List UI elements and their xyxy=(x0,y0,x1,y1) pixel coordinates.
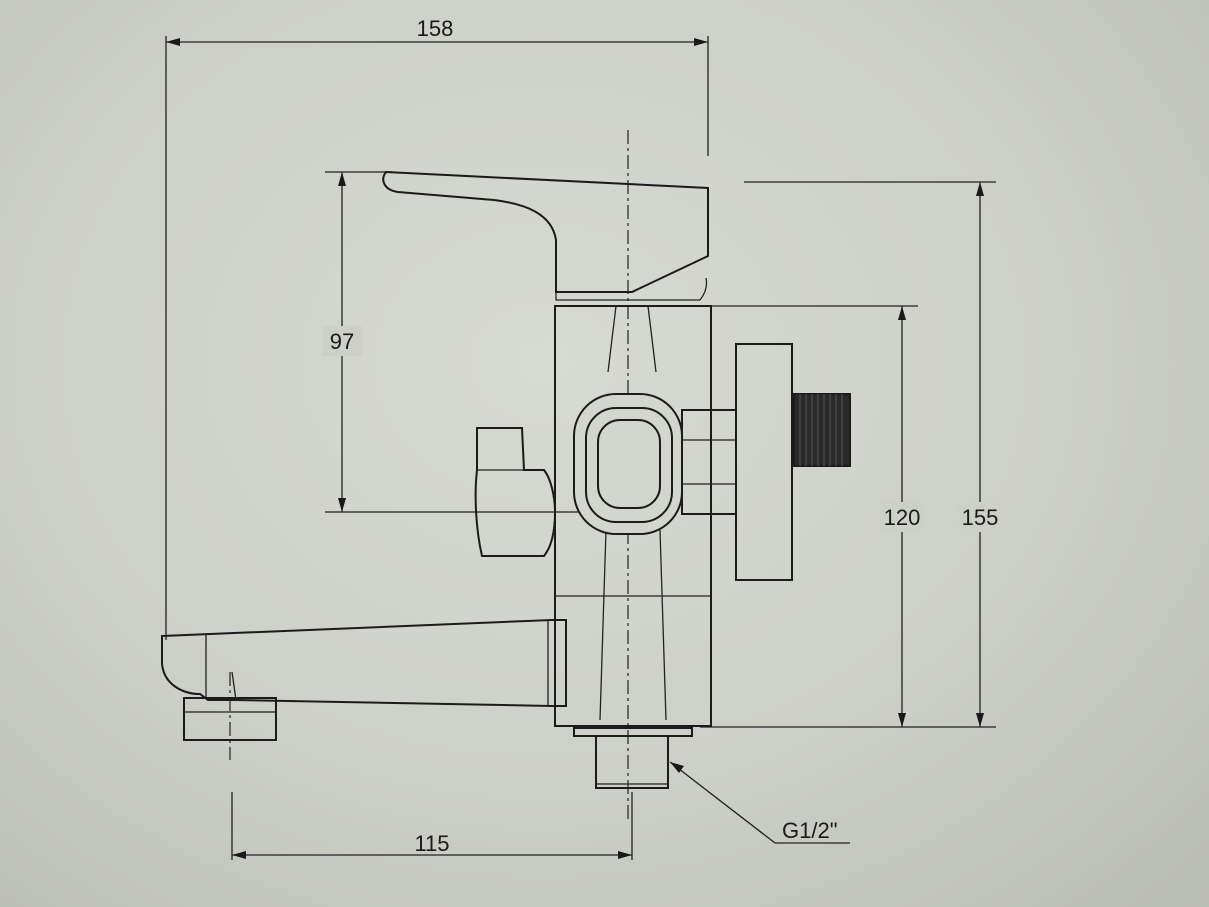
dimension-label-97: 97 xyxy=(330,329,354,354)
thread-callout: G1/2" xyxy=(669,761,850,844)
dimension-label-158: 158 xyxy=(417,16,454,41)
dimension-overall-width: 158 xyxy=(165,16,709,640)
lever-handle xyxy=(382,170,709,301)
dimension-label-155: 155 xyxy=(962,505,999,530)
diverter-knob xyxy=(573,393,683,535)
threaded-inlet-icon xyxy=(793,393,851,467)
dimension-label-120: 120 xyxy=(884,505,921,530)
dimension-overall-height: 155 xyxy=(744,181,1002,727)
dimension-label-115: 115 xyxy=(414,831,449,856)
wall-inlet-connector xyxy=(681,343,851,581)
side-knob xyxy=(474,427,557,557)
dimension-handle-height: 97 xyxy=(322,171,610,513)
dimension-spout-reach: 115 xyxy=(231,792,633,860)
spout xyxy=(161,619,567,741)
thread-label: G1/2" xyxy=(782,818,838,843)
dimension-body-height: 120 xyxy=(700,305,996,728)
bottom-inlet-pipe xyxy=(573,727,693,789)
